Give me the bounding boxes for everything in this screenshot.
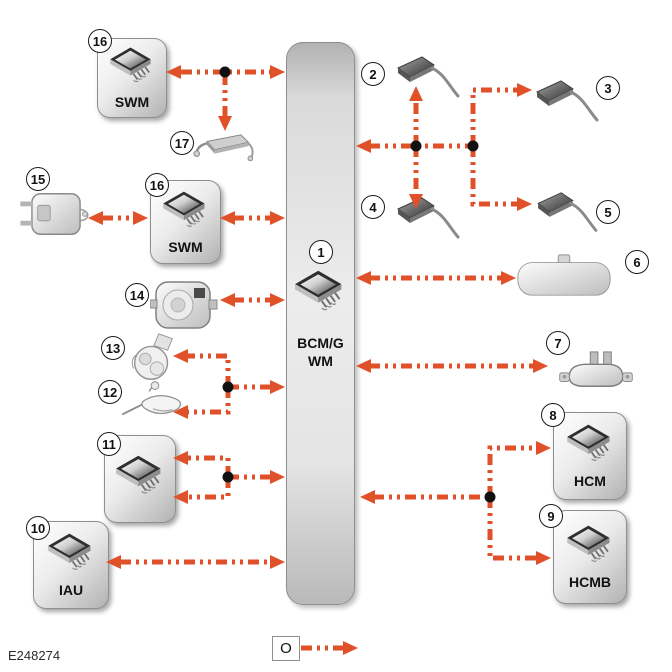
module-hcm: 8 HCM — [541, 403, 627, 500]
component-15 — [20, 188, 92, 240]
callout-8-badge: 8 — [541, 403, 565, 427]
callout-1-badge: 1 — [309, 240, 333, 264]
callout-16-badge: 16 — [88, 29, 112, 53]
callout-5-badge: 5 — [596, 200, 620, 224]
component-2 — [392, 52, 464, 106]
flat-module-icon — [192, 130, 256, 166]
component-14 — [150, 274, 218, 332]
chip-icon — [563, 423, 617, 472]
sounder-icon — [150, 274, 218, 332]
component-7 — [558, 350, 634, 392]
antenna-module-icon — [528, 188, 606, 240]
legend-symbol-box: O — [272, 636, 300, 661]
iau-label: IAU — [58, 582, 84, 598]
module-swm-upper: 16 SWM — [88, 29, 167, 118]
figure-id: E248274 — [8, 648, 61, 663]
mirror-icon — [516, 252, 612, 300]
module-swm-lower: 16 SWM — [145, 173, 221, 264]
callout-16-badge: 16 — [145, 173, 169, 197]
callout-12-badge: 12 — [98, 380, 122, 404]
hcmb-label: HCMB — [569, 574, 611, 590]
callout-3-badge: 3 — [596, 76, 620, 100]
component-3 — [528, 76, 606, 130]
callout-6-badge: 6 — [625, 250, 649, 274]
callout-7-badge: 7 — [546, 331, 570, 355]
chip-icon — [159, 190, 212, 238]
module-iau: 10 IAU — [26, 516, 109, 609]
callout-9-badge: 9 — [539, 504, 563, 528]
swm-label: SWM — [114, 94, 150, 110]
component-5 — [528, 188, 606, 240]
antenna-module-icon — [392, 52, 464, 106]
antenna-module-icon — [392, 193, 464, 247]
chip-icon — [291, 269, 349, 317]
bcm-gwm-label: BCM/GWM — [297, 335, 344, 369]
column-stalk-icon — [120, 376, 188, 426]
chip-icon — [106, 46, 158, 93]
callout-4-badge: 4 — [361, 195, 385, 219]
module-bcm-gwm-bar: 1 BCM/GWM — [286, 42, 355, 605]
camera-module-icon — [20, 188, 92, 240]
bracket-module-icon — [558, 350, 634, 392]
component-17 — [192, 130, 256, 166]
callout-2-badge: 2 — [361, 62, 385, 86]
module-11: 11 — [97, 432, 176, 523]
module-hcmb: 9 HCMB — [539, 504, 627, 604]
callout-17-badge: 17 — [170, 131, 194, 155]
chip-icon — [44, 532, 98, 581]
chip-icon — [563, 524, 617, 573]
chip-icon — [112, 454, 168, 505]
callout-11-badge: 11 — [97, 432, 121, 456]
callout-14-badge: 14 — [125, 283, 149, 307]
callout-15-badge: 15 — [26, 167, 50, 191]
swm-label: SWM — [168, 238, 203, 255]
callout-13-badge: 13 — [101, 336, 125, 360]
callout-10-badge: 10 — [26, 516, 50, 540]
component-12 — [120, 376, 188, 426]
component-6 — [516, 252, 612, 300]
component-4 — [392, 193, 464, 247]
antenna-module-icon — [528, 76, 606, 130]
hcm-label: HCM — [574, 473, 606, 489]
